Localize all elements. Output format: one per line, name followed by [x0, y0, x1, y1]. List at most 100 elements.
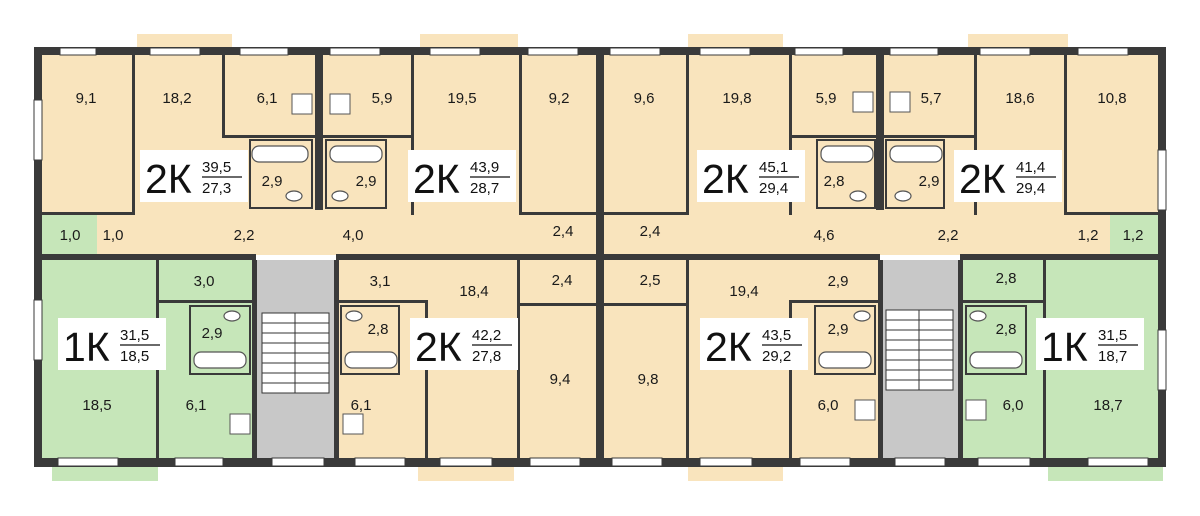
window-bottom	[271, 457, 325, 467]
apartment-type: 1К	[1041, 324, 1088, 370]
room-area-label: 5,7	[921, 90, 942, 107]
apartment-total-area: 31,5	[1098, 327, 1127, 344]
tub-5	[193, 351, 247, 369]
room-area-label: 6,1	[257, 90, 278, 107]
window-top	[429, 47, 481, 56]
wall-party-bottom-center	[596, 260, 604, 458]
room-area-label: 18,2	[162, 90, 191, 107]
window-top	[149, 47, 201, 56]
room-area-label: 1,0	[103, 227, 124, 244]
room-area-label: 19,5	[447, 90, 476, 107]
balcony-top-3	[688, 34, 783, 48]
bathrooms	[189, 139, 1027, 375]
window-bottom	[611, 457, 663, 467]
stove-6	[342, 413, 364, 435]
room-area-label: 1,0	[60, 227, 81, 244]
room-area-label: 9,1	[76, 90, 97, 107]
room-area-label: 1,2	[1123, 227, 1144, 244]
apartment-badge-bg	[954, 150, 1062, 202]
apartment-total-area: 43,5	[762, 327, 791, 344]
window-top	[979, 47, 1031, 56]
apartment-badge-bg	[58, 318, 166, 370]
room-area-label: 9,2	[549, 90, 570, 107]
room-area-label: 18,7	[1093, 397, 1122, 414]
wall-middle-right	[960, 254, 1158, 260]
bath-top-1	[249, 139, 313, 209]
apartment-total-area: 41,4	[1016, 159, 1045, 176]
window-top	[329, 47, 381, 56]
wall-in-7	[519, 212, 597, 215]
room-area-label: 2,8	[824, 173, 845, 190]
stove-3	[852, 91, 874, 113]
apartment-total-area: 42,2	[472, 327, 501, 344]
wall-stair-right-a	[878, 260, 883, 458]
room-area-label: 3,0	[194, 273, 215, 290]
tub-3	[820, 145, 874, 163]
window-bottom	[529, 457, 581, 467]
wall-in-11	[789, 135, 877, 138]
window-left	[33, 299, 43, 361]
apartment-living-area: 27,8	[472, 348, 501, 365]
wall-in-8	[604, 212, 689, 215]
window-bottom	[354, 457, 406, 467]
room-area-label: 6,0	[818, 397, 839, 414]
room-area-label: 19,8	[722, 90, 751, 107]
balcony-bottom-1	[52, 467, 158, 481]
wall-outer-bottom	[34, 458, 1166, 467]
balcony-top-1	[137, 34, 232, 48]
bath-top-3	[816, 139, 876, 209]
apartment-type: 2К	[959, 156, 1006, 202]
room-area-label: 6,0	[1003, 397, 1024, 414]
toilet-3	[849, 190, 867, 202]
room-area-label: 2,2	[938, 227, 959, 244]
apartment-badge-bg	[1036, 318, 1144, 370]
wall-in-18	[159, 300, 254, 303]
stove-2	[329, 93, 351, 115]
apartment-total-area: 39,5	[202, 159, 231, 176]
wall-party-top-2	[596, 55, 604, 255]
room-area-label: 2,2	[234, 227, 255, 244]
floor-corner-1-0	[42, 215, 97, 255]
window-bottom	[174, 457, 224, 467]
wall-party-top-1	[315, 55, 323, 210]
room-area-label: 2,8	[996, 270, 1017, 287]
wall-middle-center	[336, 254, 880, 260]
window-top	[889, 47, 939, 56]
wall-in-5	[323, 135, 413, 138]
window-top	[699, 47, 751, 56]
wall-in-14	[1064, 55, 1067, 215]
room-area-label: 1,2	[1078, 227, 1099, 244]
toilet-6	[345, 310, 363, 322]
windows	[33, 47, 1167, 467]
stove-1	[291, 93, 313, 115]
room-area-label: 2,9	[828, 321, 849, 338]
wall-in-21	[517, 260, 520, 458]
balcony-top-4	[968, 34, 1068, 48]
tub-1	[251, 145, 309, 163]
wall-in-23	[604, 303, 689, 306]
window-top	[609, 47, 661, 56]
floor-corner-1-2	[1110, 215, 1158, 255]
room-area-label: 2,9	[828, 273, 849, 290]
wall-in-6	[519, 55, 522, 215]
apartment-type: 2К	[705, 324, 752, 370]
window-top	[239, 47, 289, 56]
window-bottom	[894, 457, 946, 467]
wall-party-top-3	[876, 55, 884, 210]
apartment-living-area: 29,2	[762, 348, 791, 365]
apartment-living-area: 28,7	[470, 180, 499, 197]
room-area-label: 18,5	[82, 397, 111, 414]
apartment-total-area: 43,9	[470, 159, 499, 176]
window-right	[1157, 329, 1167, 391]
window-bottom	[799, 457, 851, 467]
room-area-label: 2,4	[640, 223, 661, 240]
stair-steps	[262, 310, 953, 393]
toilet-4	[894, 190, 912, 202]
wall-in-25	[789, 300, 792, 458]
room-area-label: 9,4	[550, 371, 571, 388]
window-bottom	[439, 457, 493, 467]
